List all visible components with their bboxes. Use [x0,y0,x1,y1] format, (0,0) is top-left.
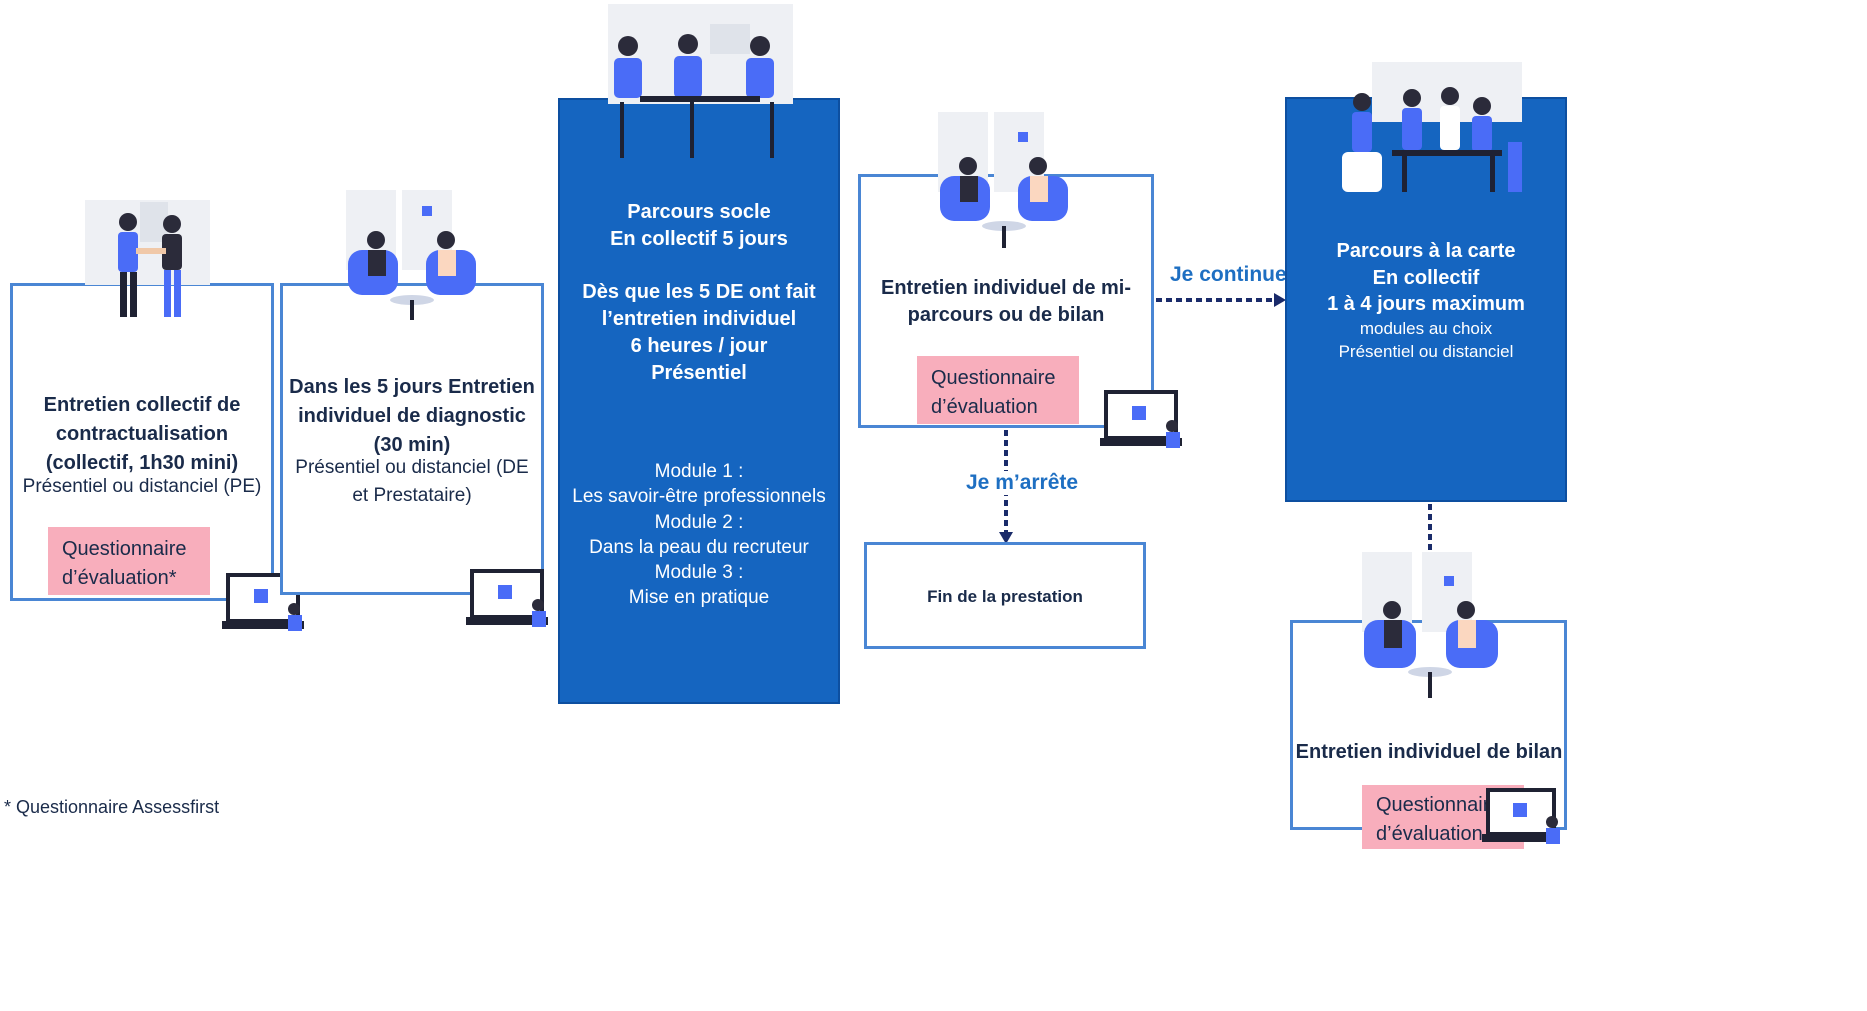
meeting-illustration [342,190,482,325]
box3-title-line: Parcours socle [627,201,771,223]
module-line: Module 1 : [654,461,744,482]
evaluation-badge-2: Questionnaire d’évaluation [917,356,1079,424]
laptop-illustration [1100,390,1188,455]
box1-title-line: contractualisation [55,423,229,445]
step-diagnostic-interview [280,283,544,595]
box4-title-line: parcours ou de bilan [907,304,1105,326]
box5-title-line: Parcours à la carte [1336,240,1516,262]
laptop-illustration [222,573,310,638]
footnote: * Questionnaire Assessfirst [4,797,220,817]
box1-title-line: Entretien collectif de [43,394,241,416]
box3-detail-line: l’entretien individuel [601,308,797,330]
office-team-illustration [1332,62,1528,196]
box3-detail-line: 6 heures / jour [630,335,768,357]
step-core-path [558,98,840,704]
box3-title: Parcours socle En collectif 5 jours [560,199,838,253]
arrow-continue [1156,293,1286,307]
box5-title: Parcours à la carte En collectif 1 à 4 j… [1287,238,1565,318]
step-end-of-service [864,542,1146,649]
laptop-illustration [1482,788,1566,850]
box3-details: Dès que les 5 DE ont fait l’entretien in… [560,279,838,387]
box5-detail-line: modules au choix [1359,319,1493,338]
box5-details: modules au choix Présentiel ou distancie… [1287,318,1565,364]
module-line: Module 2 : [654,511,744,533]
box2-subtitle: Présentiel ou distanciel (DE et Prestata… [284,454,540,509]
badge-line: Questionnaire [62,538,187,560]
box4-title: Entretien individuel de mi- parcours ou … [862,275,1150,329]
box3-title-line: En collectif 5 jours [610,228,788,250]
box3-modules: Module 1 : Les savoir-être professionnel… [560,459,838,611]
module-line: Mise en pratique [628,587,770,609]
module-line: Module 3 : [654,562,744,584]
box2-subtitle-line: Présentiel ou distanciel (DE [295,457,529,478]
badge-line: d’évaluation [1376,823,1483,845]
label-stop: Je m’arrête [966,471,1079,495]
box2-title-line: individuel de diagnostic [298,405,526,427]
box1-title: Entretien collectif de contractualisatio… [14,391,270,478]
badge-line: d’évaluation* [62,567,177,589]
box5-detail-line: Présentiel ou distanciel [1338,341,1514,361]
badge-line: Questionnaire [931,367,1056,389]
label-continue: Je continue [1170,263,1287,286]
meeting-illustration [1358,552,1503,702]
box6-title: Fin de la prestation [927,587,1083,606]
module-line: Dans la peau du recruteur [589,536,809,558]
box2-title: Dans les 5 jours Entretien individuel de… [284,373,540,460]
meeting-illustration [934,112,1074,252]
box4-title-line: Entretien individuel de mi- [880,277,1132,299]
box5-title-line: 1 à 4 jours maximum [1327,293,1525,316]
badge-line: d’évaluation [931,396,1038,418]
team-meeting-illustration [600,4,800,162]
laptop-illustration [466,569,554,634]
box3-detail-line: Présentiel [651,362,747,384]
box7-title: Entretien individuel de bilan [1295,741,1563,763]
box1-subtitle: Présentiel ou distanciel (PE) [22,476,262,497]
badge-line: Questionnaire [1376,794,1501,816]
evaluation-badge-1: Questionnaire d’évaluation* [48,527,210,595]
handshake-illustration [80,190,215,325]
box3-detail-line: Dès que les 5 DE ont fait [582,281,816,303]
box2-subtitle-line: et Prestataire) [352,484,472,506]
module-line: Les savoir-être professionnels [572,486,826,508]
box1-title-line: (collectif, 1h30 mini) [45,452,239,474]
box2-title-line: Dans les 5 jours Entretien [289,376,535,398]
box5-title-line: En collectif [1372,266,1480,289]
box2-title-line: (30 min) [373,434,451,456]
